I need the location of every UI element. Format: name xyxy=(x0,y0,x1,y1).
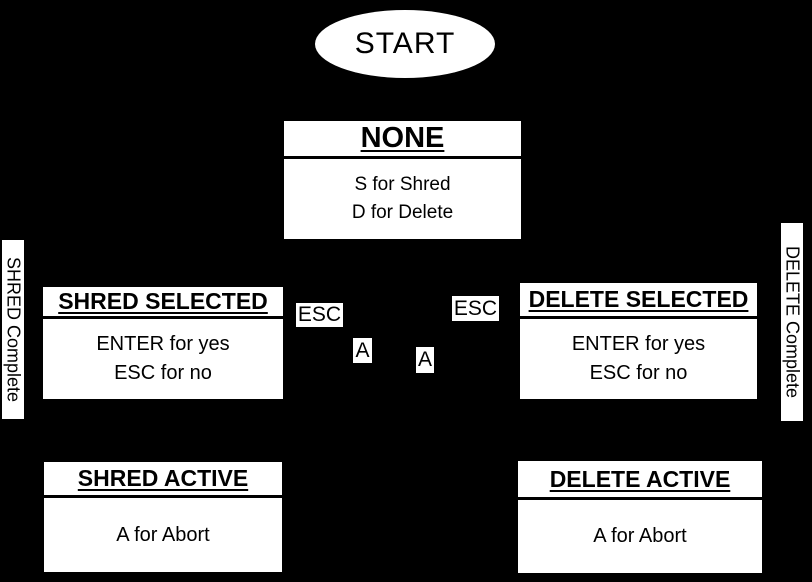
state-none-title: NONE xyxy=(284,121,521,159)
state-shred-active-body: A for Abort xyxy=(44,498,282,572)
state-shred-selected-line-2: ESC for no xyxy=(114,362,212,384)
state-shred-selected-line-1: ENTER for yes xyxy=(96,333,230,355)
state-none-line-2: D for Delete xyxy=(351,202,454,223)
state-delete-selected-body: ENTER for yes ESC for no xyxy=(520,319,757,399)
start-node-label: START xyxy=(354,27,456,60)
state-delete-active-body: A for Abort xyxy=(518,500,762,573)
state-delete-selected-line-2: ESC for no xyxy=(589,362,688,384)
state-delete-selected: DELETE SELECTED ENTER for yes ESC for no xyxy=(520,283,757,399)
start-node: START xyxy=(315,10,495,78)
transition-label-esc-right: ESC xyxy=(452,296,499,321)
side-label-delete-complete: DELETE Complete xyxy=(781,223,803,421)
state-shred-selected-body: ENTER for yes ESC for no xyxy=(43,319,283,399)
state-shred-active-line-1: A for Abort xyxy=(116,523,210,546)
transition-label-esc-left: ESC xyxy=(296,303,343,327)
state-delete-active-title: DELETE ACTIVE xyxy=(518,461,762,500)
state-none: NONE S for Shred D for Delete xyxy=(284,121,521,239)
side-label-shred-complete: SHRED Complete xyxy=(2,240,24,419)
state-delete-active: DELETE ACTIVE A for Abort xyxy=(518,461,762,573)
state-delete-active-line-1: A for Abort xyxy=(593,525,687,547)
state-shred-selected-title: SHRED SELECTED xyxy=(43,287,283,319)
state-delete-selected-line-1: ENTER for yes xyxy=(571,333,706,355)
transition-label-abort-right: A xyxy=(416,347,434,373)
state-shred-active-title: SHRED ACTIVE xyxy=(44,462,282,498)
state-shred-active: SHRED ACTIVE A for Abort xyxy=(44,462,282,572)
state-none-body: S for Shred D for Delete xyxy=(284,159,521,239)
state-none-line-1: S for Shred xyxy=(354,174,451,195)
transition-label-abort-left: A xyxy=(353,338,372,363)
state-shred-selected: SHRED SELECTED ENTER for yes ESC for no xyxy=(43,287,283,399)
state-delete-selected-title: DELETE SELECTED xyxy=(520,283,757,319)
